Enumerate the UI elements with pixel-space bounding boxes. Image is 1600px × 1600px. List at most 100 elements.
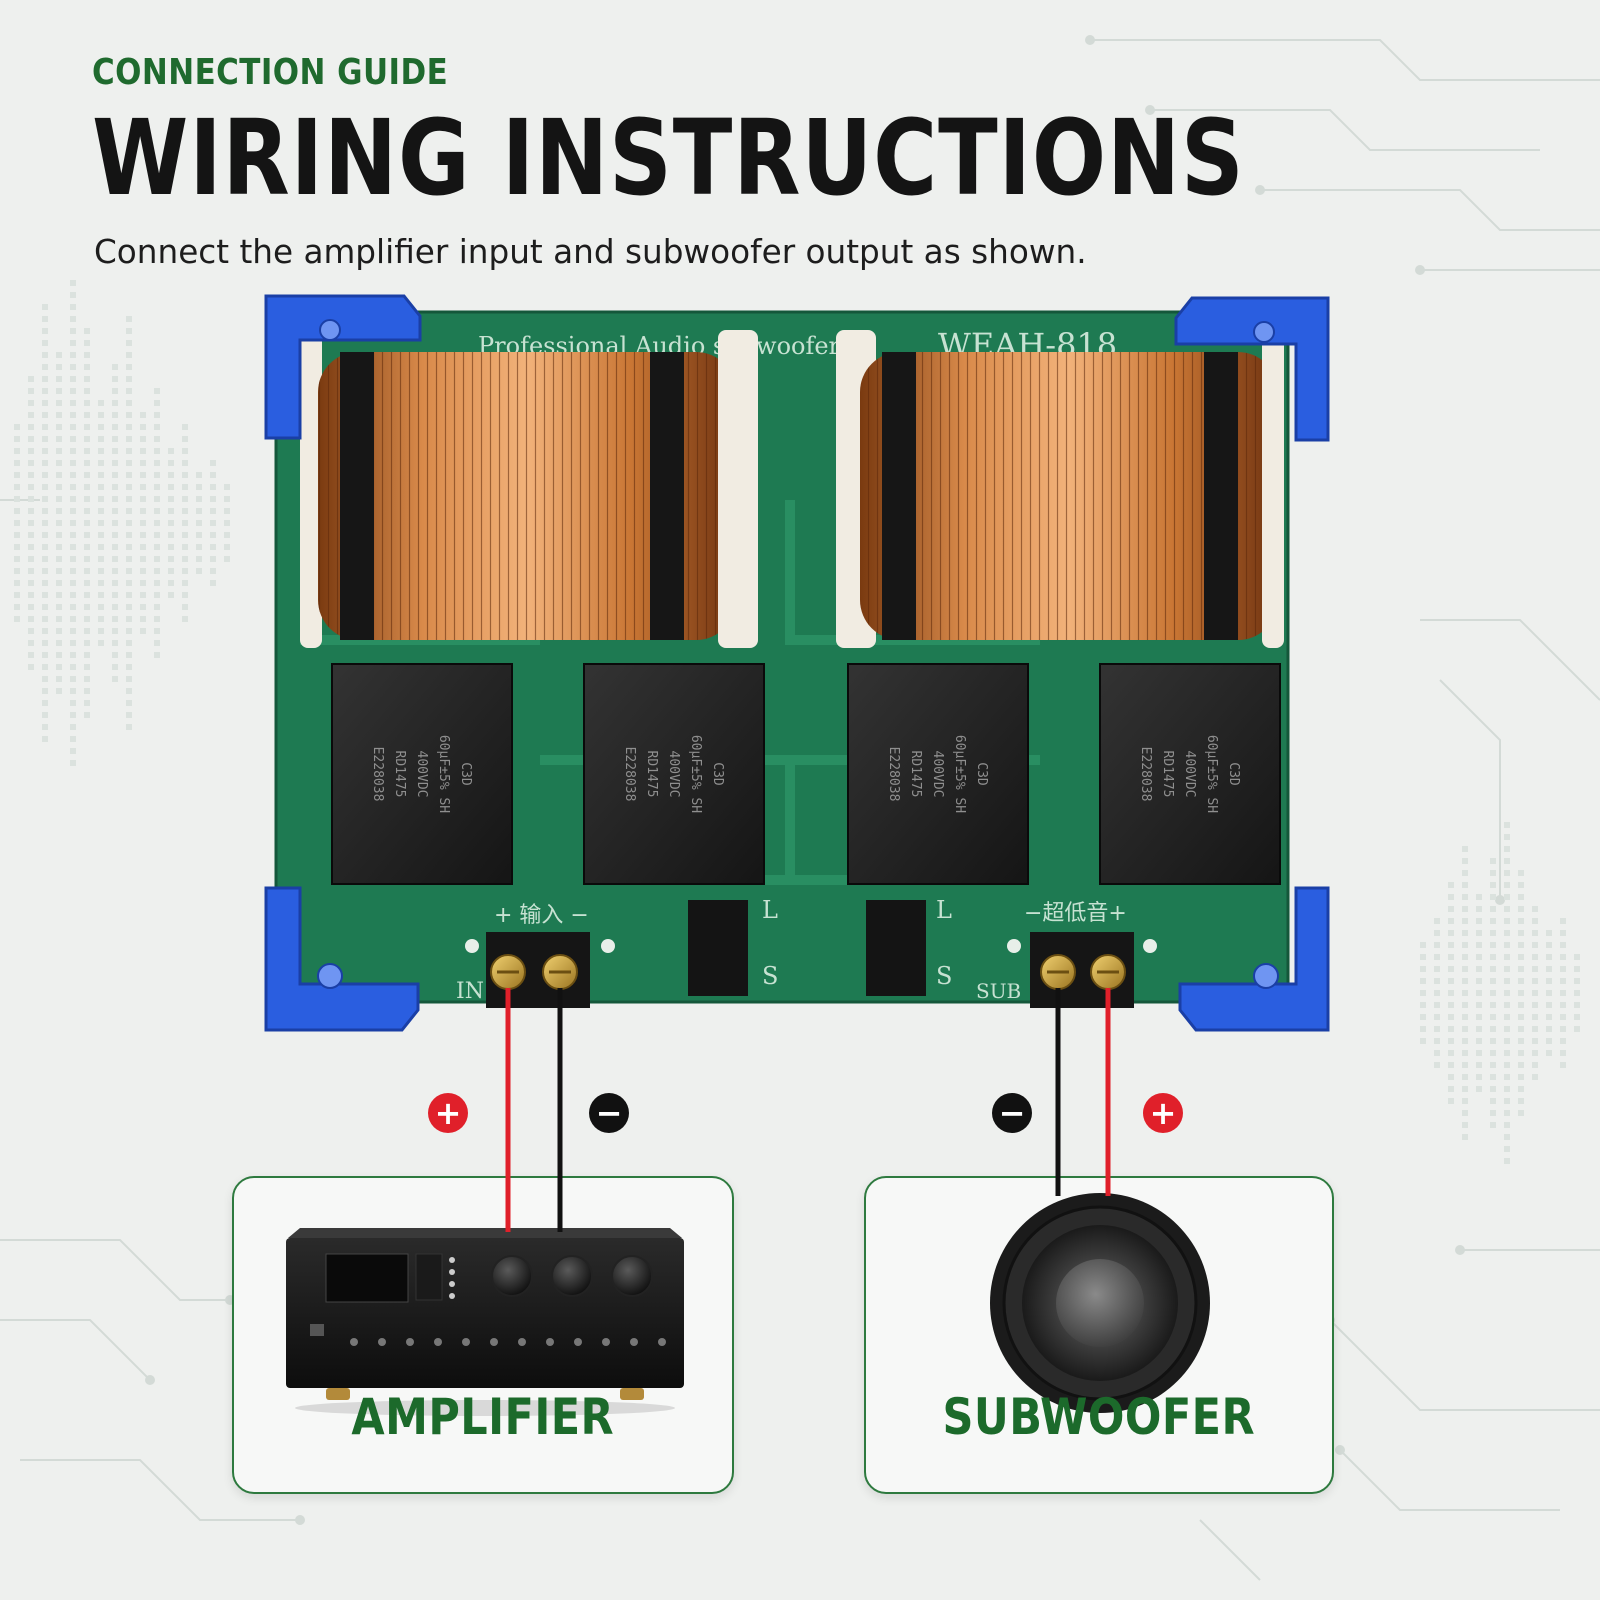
texture-dot [84, 520, 90, 526]
texture-dot [154, 448, 160, 454]
texture-dot [84, 700, 90, 706]
texture-dot [70, 292, 76, 298]
texture-dot [1476, 918, 1482, 924]
sub-terminal-block [1007, 932, 1157, 1008]
texture-dot [140, 592, 146, 598]
texture-dot [1532, 978, 1538, 984]
texture-dot [42, 424, 48, 430]
texture-dot [1476, 1074, 1482, 1080]
texture-dot [14, 604, 20, 610]
texture-dot [154, 640, 160, 646]
texture-dot [168, 484, 174, 490]
texture-dot [1518, 954, 1524, 960]
texture-dot [126, 364, 132, 370]
input-short-label: IN [456, 979, 484, 1004]
texture-dot [1518, 978, 1524, 984]
amplifier-image [286, 1228, 684, 1416]
texture-dot [56, 592, 62, 598]
corner-bracket-top-left [264, 294, 422, 440]
texture-dot [1518, 930, 1524, 936]
port-l-label-left: L [762, 896, 778, 924]
texture-dot [140, 532, 146, 538]
texture-dot [1518, 942, 1524, 948]
texture-dot [112, 664, 118, 670]
texture-dot [1518, 1062, 1524, 1068]
texture-dot [1518, 966, 1524, 972]
jumper-header-right [866, 900, 926, 996]
svg-text:C3D: C3D [1226, 762, 1241, 786]
texture-dot [126, 724, 132, 730]
texture-dot [126, 484, 132, 490]
texture-dot [1476, 894, 1482, 900]
texture-dot [1560, 1050, 1566, 1056]
minus-marker-sub: − [992, 1093, 1032, 1133]
svg-text:RD1475: RD1475 [644, 751, 659, 798]
texture-dot [14, 556, 20, 562]
texture-dot [1532, 918, 1538, 924]
texture-dot [1504, 1038, 1510, 1044]
texture-dot [112, 604, 118, 610]
texture-dot [56, 424, 62, 430]
texture-dot [1462, 1098, 1468, 1104]
texture-dot [182, 508, 188, 514]
texture-dot [42, 700, 48, 706]
texture-dot [1518, 918, 1524, 924]
texture-dot [126, 640, 132, 646]
texture-dot [1490, 966, 1496, 972]
texture-dot [1462, 1134, 1468, 1140]
texture-dot [42, 472, 48, 478]
texture-dot [28, 424, 34, 430]
texture-dot [1560, 978, 1566, 984]
texture-dot [140, 460, 146, 466]
texture-dot [56, 448, 62, 454]
texture-dot [42, 604, 48, 610]
texture-dot [1560, 930, 1566, 936]
texture-dot [210, 508, 216, 514]
texture-dot [168, 568, 174, 574]
texture-dot [1462, 870, 1468, 876]
texture-dot [56, 484, 62, 490]
texture-dot [1462, 966, 1468, 972]
texture-dot [196, 472, 202, 478]
texture-dot [98, 508, 104, 514]
page-subtitle: Connect the amplifier input and subwoofe… [94, 232, 1087, 271]
texture-dot [42, 592, 48, 598]
svg-text:400VDC: 400VDC [666, 751, 681, 798]
texture-dot [28, 376, 34, 382]
texture-dot [1504, 1134, 1510, 1140]
texture-dot [196, 484, 202, 490]
svg-text:60μF±5% SH: 60μF±5% SH [952, 735, 967, 813]
texture-dot [42, 712, 48, 718]
texture-dot [182, 580, 188, 586]
texture-dot [210, 580, 216, 586]
texture-dot [98, 412, 104, 418]
texture-dot [84, 484, 90, 490]
texture-dot [56, 388, 62, 394]
texture-dot [1532, 966, 1538, 972]
texture-dot [1448, 1098, 1454, 1104]
texture-dot [168, 496, 174, 502]
texture-dot [1434, 1002, 1440, 1008]
texture-dot [1574, 1026, 1580, 1032]
texture-dot [56, 556, 62, 562]
texture-dot [1504, 918, 1510, 924]
texture-dot [14, 484, 20, 490]
texture-dot [1560, 1062, 1566, 1068]
texture-dot [70, 676, 76, 682]
texture-dot [98, 556, 104, 562]
texture-dot [1518, 1110, 1524, 1116]
texture-dot [126, 604, 132, 610]
texture-dot [126, 544, 132, 550]
texture-dot [28, 520, 34, 526]
texture-dot [70, 736, 76, 742]
texture-dot [168, 592, 174, 598]
texture-dot [1490, 1026, 1496, 1032]
texture-dot [84, 448, 90, 454]
texture-dot [126, 316, 132, 322]
texture-dot [1448, 882, 1454, 888]
texture-dot [1560, 942, 1566, 948]
texture-dot [28, 412, 34, 418]
texture-dot [1490, 954, 1496, 960]
texture-dot [1434, 1050, 1440, 1056]
texture-dot [28, 460, 34, 466]
